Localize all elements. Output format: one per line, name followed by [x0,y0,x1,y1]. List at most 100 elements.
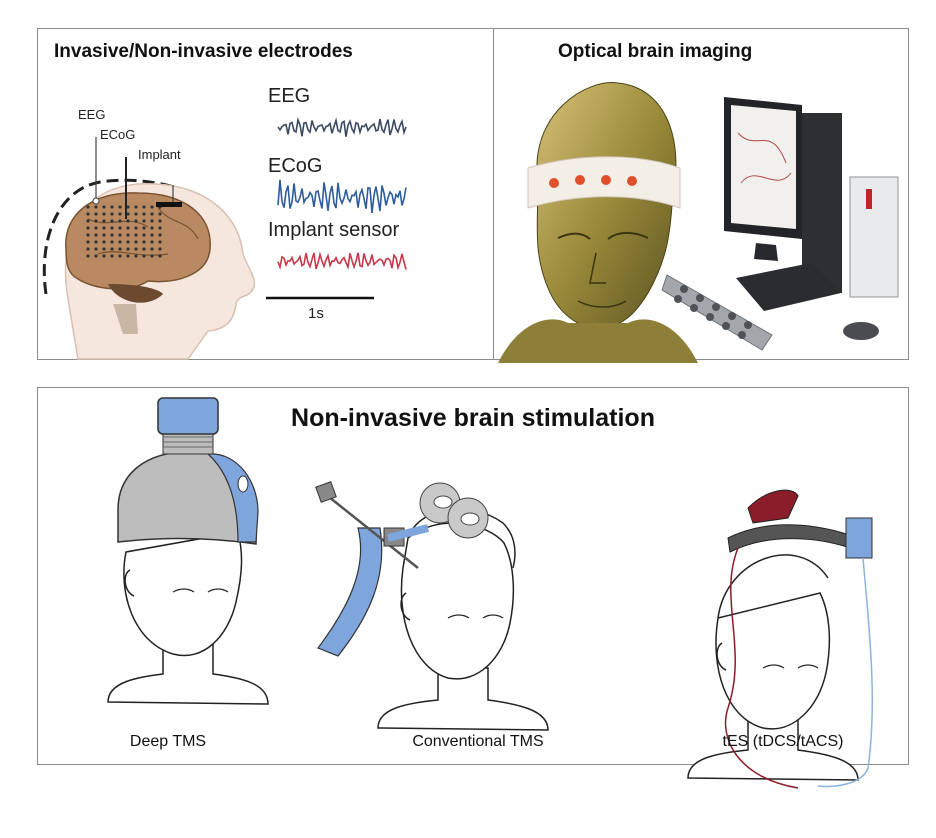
ecog-grid-electrode [158,247,162,251]
ecog-grid-electrode [118,219,122,223]
ecog-grid-electrode [86,205,90,209]
ecog-grid-electrode [86,240,90,244]
ecog-grid-electrode [110,254,114,258]
ecog-grid-electrode [150,205,154,209]
ecog-grid-electrode [118,247,122,251]
ecog-grid-electrode [94,226,98,230]
golden-head-illustration [498,82,698,363]
ecog-grid-electrode [102,205,106,209]
ecog-grid-electrode [134,240,138,244]
ecog-grid-electrode [126,240,130,244]
stimulation-panel: Non-invasive brain stimulation [37,387,909,789]
ecog-grid-electrode [142,254,146,258]
ecog-grid-electrode [150,226,154,230]
caption-deep-tms: Deep TMS [129,733,207,750]
ecog-grid-electrode [150,240,154,244]
optode-strip [661,274,773,351]
ecog-grid-electrode [110,226,114,230]
ecog-grid-electrode [94,233,98,237]
ecog-grid-electrode [86,212,90,216]
ecog-grid-electrode [110,205,114,209]
ecog-grid-electrode [126,205,130,209]
signal-traces [277,116,407,271]
ecog-grid-electrode [102,219,106,223]
ecog-grid-electrode [158,212,162,216]
ecog-grid-electrode [118,240,122,244]
ecog-grid-electrode [158,254,162,258]
conventional-tms-illustration [315,481,549,731]
ecog-grid-electrode [126,254,130,258]
ecog-grid-electrode [142,212,146,216]
signal-label-implant: Implant sensor [268,219,400,241]
optical-panel: Optical brain imaging [493,28,909,363]
caption-conventional-tms: Conventional TMS [412,733,544,750]
ecog-grid-electrode [102,254,106,258]
ecog-grid-electrode [126,233,130,237]
ecog-grid-electrode [126,247,130,251]
optical-title: Optical brain imaging [558,41,753,62]
ecog-grid-electrode [150,212,154,216]
electrodes-title: Invasive/Non-invasive electrodes [54,41,353,62]
ecog-grid-electrode [134,233,138,237]
ecog-grid-electrode [110,233,114,237]
ecog-grid-electrode [150,247,154,251]
ecog-grid-electrode [102,212,106,216]
ecog-grid-electrode [86,219,90,223]
signal-trace-2 [277,251,407,271]
signal-label-eeg: EEG [268,85,311,107]
ecog-grid-electrode [142,205,146,209]
ecog-grid-electrode [126,219,130,223]
ecog-grid-electrode [126,212,130,216]
ecog-grid-electrode [118,226,122,230]
scale-bar-label: 1s [308,305,324,322]
ecog-grid-electrode [110,219,114,223]
ecog-probe-label: ECoG [100,127,136,142]
ecog-grid-electrode [86,247,90,251]
ecog-grid-electrode [126,226,130,230]
ecog-grid: /* placeholder */ [86,205,162,258]
ecog-grid-electrode [94,254,98,258]
ecog-grid-electrode [134,226,138,230]
ecog-grid-electrode [142,226,146,230]
ecog-grid-electrode [86,254,90,258]
ecog-grid-electrode [134,254,138,258]
ecog-grid-electrode [110,247,114,251]
ecog-grid-electrode [86,233,90,237]
electrodes-panel: Invasive/Non-invasive electrodes /* plac… [37,28,496,360]
ecog-grid-electrode [158,219,162,223]
stimulation-title: Non-invasive brain stimulation [291,404,655,432]
ecog-grid-electrode [118,205,122,209]
ecog-grid-electrode [150,219,154,223]
tes-illustration [687,489,874,789]
ecog-grid-electrode [110,212,114,216]
caption-tes: tES (tDCS/tACS) [722,733,844,750]
ecog-grid-electrode [94,212,98,216]
ecog-grid-electrode [158,233,162,237]
ecog-grid-electrode [150,233,154,237]
time-scale-bar [266,296,374,300]
ecog-grid-electrode [86,226,90,230]
deep-tms-illustration [107,397,269,705]
signal-trace-0 [277,116,407,137]
implant-probe-label: Implant [138,147,181,162]
ecog-grid-electrode [134,205,138,209]
signal-label-ecog: ECoG [268,155,323,177]
ecog-grid-electrode [118,212,122,216]
eeg-probe-label: EEG [78,107,106,122]
ecog-grid-electrode [142,247,146,251]
ecog-grid-electrode [94,247,98,251]
ecog-grid-electrode [158,226,162,230]
ecog-grid-electrode [94,205,98,209]
ecog-grid-electrode [118,233,122,237]
computer-workstation [724,97,899,340]
ecog-grid-electrode [102,240,106,244]
ecog-grid-electrode [158,240,162,244]
ecog-grid-electrode [142,233,146,237]
ecog-grid-electrode [102,233,106,237]
ecog-grid-electrode [102,226,106,230]
ecog-grid-electrode [102,247,106,251]
ecog-grid-electrode [134,219,138,223]
ecog-grid-electrode [142,219,146,223]
head-brain-illustration: /* placeholder */ [42,137,255,360]
ecog-grid-electrode [110,240,114,244]
